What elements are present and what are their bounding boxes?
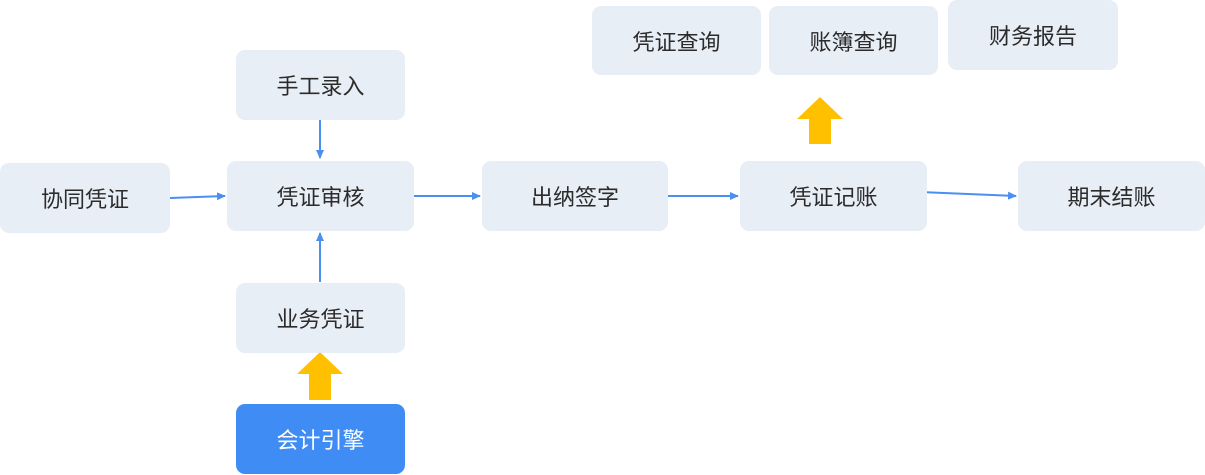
edge-collab-to-review bbox=[169, 192, 226, 201]
node-voucher-query[interactable]: 凭证查询 bbox=[592, 6, 761, 75]
node-financial-report[interactable]: 财务报告 bbox=[948, 0, 1118, 70]
node-voucher-review[interactable]: 凭证审核 bbox=[227, 161, 414, 231]
node-voucher-posting[interactable]: 凭证记账 bbox=[740, 161, 927, 231]
node-cashier-sign[interactable]: 出纳签字 bbox=[482, 161, 668, 231]
node-manual-entry[interactable]: 手工录入 bbox=[236, 50, 405, 120]
node-accounting-engine[interactable]: 会计引擎 bbox=[236, 404, 405, 474]
yellow-up-arrow-posting bbox=[797, 97, 843, 144]
node-ledger-query[interactable]: 账簿查询 bbox=[769, 6, 938, 75]
node-period-close[interactable]: 期末结账 bbox=[1018, 161, 1205, 231]
node-collab-voucher[interactable]: 协同凭证 bbox=[0, 163, 170, 233]
yellow-up-arrow-engine bbox=[297, 352, 343, 400]
node-business-voucher[interactable]: 业务凭证 bbox=[236, 283, 405, 353]
edge-posting-to-close bbox=[919, 191, 1017, 200]
